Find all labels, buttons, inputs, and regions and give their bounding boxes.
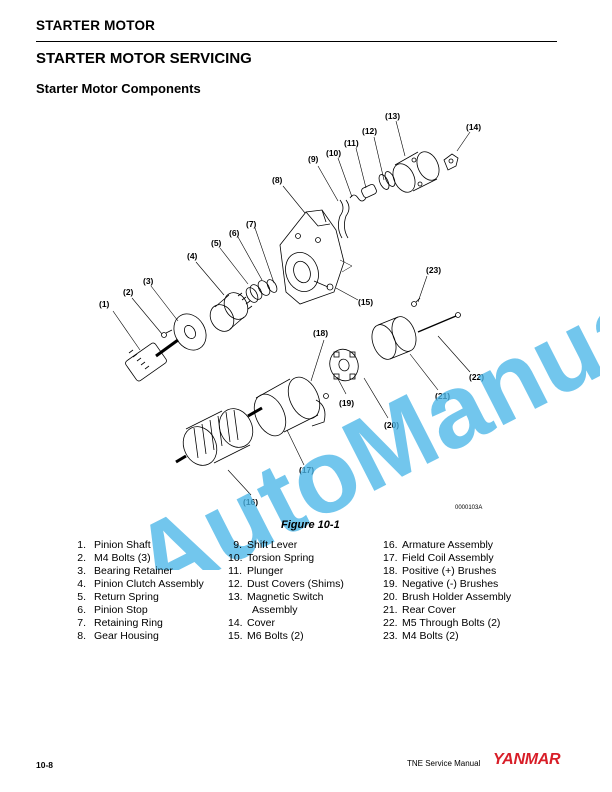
parts-list-column-3: 16.Armature Assembly 17.Field Coil Assem… [383,539,511,643]
section-subtitle: Starter Motor Components [36,81,201,96]
callout-13: (13) [385,111,400,121]
list-item: 6.Pinion Stop [77,604,148,616]
callout-10: (10) [326,148,341,158]
m4-bolts-part [161,329,173,338]
list-item: 7.Retaining Ring [77,617,163,629]
list-item: 10.Torsion Spring [228,552,315,564]
bearing-retainer-part [173,313,207,351]
yanmar-logo: YANMAR [493,751,561,768]
page-title: STARTER MOTOR SERVICING [36,50,252,67]
callout-5: (5) [211,238,222,248]
pinion-stop-part [257,280,271,296]
callout-20: (20) [384,420,399,430]
exploded-diagram: (1) (2) (3) (4) (5) (6) (7) (8) (9) (10)… [99,111,484,507]
manual-name: TNE Service Manual [407,759,481,768]
callout-8: (8) [272,175,283,185]
callout-18: (18) [313,328,328,338]
brush-holder-part [329,348,359,382]
gear-housing-part [279,209,345,305]
list-item: 15.M6 Bolts (2) [228,630,304,642]
list-item: 9.Shift Lever [233,539,298,551]
callout-labels: (1) (2) (3) (4) (5) (6) (7) (8) (9) (10)… [99,111,484,507]
parts-list-column-2: 9.Shift Lever 10.Torsion Spring 11.Plung… [228,539,344,643]
callout-2: (2) [123,287,134,297]
pinion-shaft-part [125,338,179,382]
plunger-part [361,184,377,198]
torsion-spring-part [349,194,367,202]
list-item: 8.Gear Housing [77,630,159,642]
list-item-continuation: Assembly [252,604,298,616]
section-header: STARTER MOTOR [36,18,156,33]
callout-3: (3) [143,276,154,286]
list-item: 20.Brush Holder Assembly [383,591,512,603]
list-item: 18.Positive (+) Brushes [383,565,497,577]
parts-list-column-1: 1.Pinion Shaft 2.M4 Bolts (3) 3.Bearing … [66,539,204,643]
header-rule [36,41,557,42]
field-coil-part [253,376,329,437]
list-item: 17.Field Coil Assembly [383,552,494,564]
callout-4: (4) [187,251,198,261]
m6-bolts-part [313,259,353,291]
rear-cover-part [371,316,417,360]
list-item: 2.M4 Bolts (3) [77,552,151,564]
m4-bolts-rear-part [411,297,421,307]
list-item: 1.Pinion Shaft [77,539,151,551]
figure-code: 0000103A [455,505,483,511]
callout-11: (11) [344,138,359,148]
callout-22: (22) [469,372,484,382]
shift-lever-part [338,199,350,239]
figure-caption: Figure 10-1 [281,519,340,531]
list-item: 23.M4 Bolts (2) [383,630,459,642]
callout-17: (17) [299,465,314,475]
list-item: 21.Rear Cover [383,604,456,616]
pinion-clutch-part [209,292,253,332]
list-item: 11.Plunger [228,565,284,577]
callout-7: (7) [246,219,257,229]
list-item: 22.M5 Through Bolts (2) [383,617,501,629]
cover-part [443,153,459,171]
list-item: 12.Dust Covers (Shims) [228,578,344,590]
magnetic-switch-part [392,151,440,193]
list-item: 3.Bearing Retainer [77,565,173,577]
callout-1: (1) [99,299,110,309]
callout-6: (6) [229,228,240,238]
list-item: 14.Cover [228,617,276,629]
list-item: 5.Return Spring [77,591,159,603]
return-spring-part [245,284,263,303]
callout-21: (21) [435,391,450,401]
callout-14: (14) [466,122,481,132]
callout-16: (16) [243,497,258,507]
list-item: 19.Negative (-) Brushes [383,578,499,590]
callout-9: (9) [308,154,319,164]
list-item: 4.Pinion Clutch Assembly [77,578,204,590]
callout-19: (19) [339,398,354,408]
callout-23: (23) [426,265,441,275]
callout-12: (12) [362,126,377,136]
through-bolts-part [417,312,461,333]
page-number: 10-8 [36,760,54,770]
armature-assembly-part [175,406,263,466]
callout-15: (15) [358,297,373,307]
list-item: 13.Magnetic Switch [228,591,324,603]
list-item: 16.Armature Assembly [383,539,494,551]
retaining-ring-part [266,279,278,293]
leader-lines [112,120,471,496]
